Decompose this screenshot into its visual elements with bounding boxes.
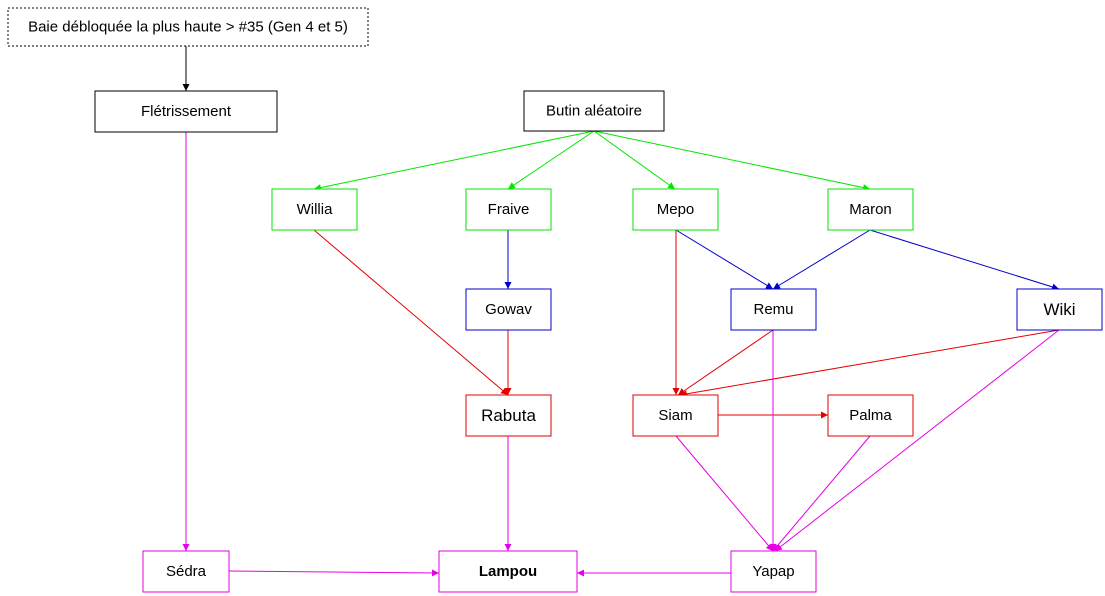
- edge-butin-to-maron: [593, 130, 871, 191]
- node-fraive: Fraive: [465, 188, 552, 231]
- edge-siam-to-yapap: [675, 435, 774, 552]
- node-maron-label: Maron: [849, 201, 892, 218]
- node-lampou-label: Lampou: [479, 563, 537, 580]
- edge-palma-to-yapap: [772, 435, 871, 552]
- edges-layer: [182, 46, 1060, 577]
- node-butin: Butin aléatoire: [523, 90, 665, 132]
- node-header-label: Baie débloquée la plus haute > #35 (Gen …: [28, 19, 348, 36]
- node-maron: Maron: [827, 188, 914, 231]
- edge-wiki-to-siam: [679, 329, 1060, 398]
- edge-butin-to-mepo: [593, 130, 676, 190]
- node-yapap-label: Yapap: [752, 563, 794, 580]
- node-fletrissement-label: Flétrissement: [141, 103, 232, 120]
- node-fraive-label: Fraive: [488, 201, 530, 218]
- nodes-layer: Baie débloquée la plus haute > #35 (Gen …: [7, 7, 1103, 593]
- edge-maron-to-remu: [772, 229, 871, 290]
- node-sedra-label: Sédra: [166, 563, 207, 580]
- edge-remu-to-siam: [677, 329, 774, 396]
- node-palma-label: Palma: [849, 407, 892, 424]
- node-rabuta: Rabuta: [465, 394, 552, 437]
- edge-maron-to-wiki: [869, 229, 1060, 291]
- edge-wiki-to-yapap: [774, 329, 1060, 552]
- node-fletrissement: Flétrissement: [94, 90, 278, 133]
- node-header: Baie débloquée la plus haute > #35 (Gen …: [7, 7, 369, 47]
- edge-mepo-to-remu: [675, 229, 774, 290]
- node-willia: Willia: [271, 188, 358, 231]
- node-siam: Siam: [632, 394, 719, 437]
- edge-butin-to-willia: [313, 130, 595, 192]
- node-siam-label: Siam: [658, 407, 692, 424]
- node-lampou: Lampou: [438, 550, 578, 593]
- edge-willia-to-rabuta: [313, 229, 509, 396]
- node-gowav: Gowav: [465, 288, 552, 331]
- node-mepo-label: Mepo: [657, 201, 695, 218]
- node-palma: Palma: [827, 394, 914, 437]
- node-wiki-label: Wiki: [1043, 300, 1075, 319]
- node-yapap: Yapap: [730, 550, 817, 593]
- edge-sedra-to-lampou: [228, 569, 440, 577]
- node-mepo: Mepo: [632, 188, 719, 231]
- edge-butin-to-fraive: [507, 130, 595, 190]
- node-butin-label: Butin aléatoire: [546, 103, 642, 120]
- node-gowav-label: Gowav: [485, 301, 532, 318]
- node-sedra: Sédra: [142, 550, 230, 593]
- node-rabuta-label: Rabuta: [481, 406, 536, 425]
- node-willia-label: Willia: [297, 201, 333, 218]
- node-remu: Remu: [730, 288, 817, 331]
- node-remu-label: Remu: [753, 301, 793, 318]
- node-wiki: Wiki: [1016, 288, 1103, 331]
